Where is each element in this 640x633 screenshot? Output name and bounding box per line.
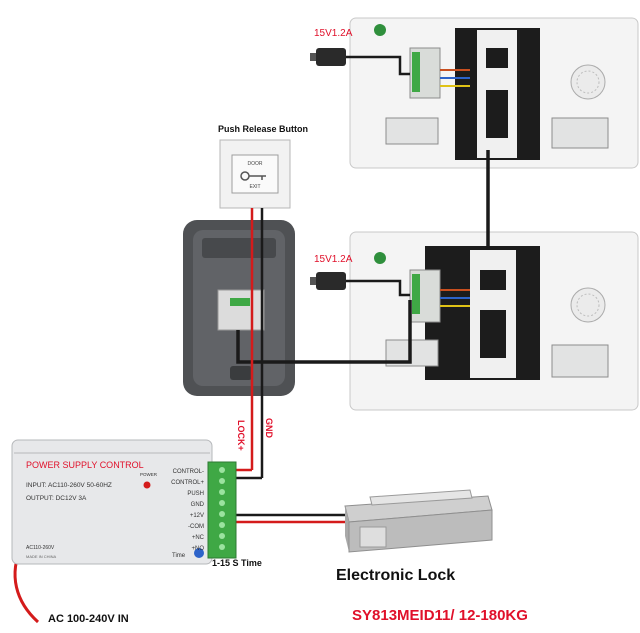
adapter-bottom-body [316, 272, 346, 290]
terminal-label: -COM [188, 524, 204, 530]
monitor-bottom-spec-sticker [551, 344, 609, 378]
electronic-lock [344, 489, 493, 553]
psu-title: POWER SUPPLY CONTROL [26, 460, 144, 470]
button-face-label-door: DOOR [248, 161, 263, 167]
monitor-top-indicator [374, 24, 386, 36]
psu-output-spec: OUTPUT: DC12V 3A [26, 495, 87, 502]
adapter-top [310, 48, 346, 66]
terminal-label: CONTROL+ [171, 480, 204, 486]
button-face-label-exit: EXIT [249, 184, 260, 190]
monitor-bottom-indicator [374, 252, 386, 264]
adapter-bottom-label: 15V1.2A [314, 254, 353, 265]
terminal-labels: CONTROL- CONTROL+ PUSH GND +12V -COM +NC… [171, 469, 205, 552]
lock-armature [369, 489, 473, 506]
push-button-face [231, 154, 279, 194]
time-range-label: 1-15 S Time [212, 558, 262, 568]
adapter-top-label: 15V1.2A [314, 28, 353, 39]
monitor-bottom [349, 231, 639, 411]
psu-time-label: Time [172, 553, 186, 559]
terminal-label: +12V [190, 513, 204, 519]
psu-input-spec: INPUT: AC110-260V 50-60HZ [26, 482, 112, 489]
monitor-top [349, 17, 639, 169]
ac-input-label: AC 100-240V IN [48, 613, 129, 625]
wire-camera-to-monitor [236, 300, 412, 364]
wires [13, 55, 490, 624]
push-release-label: Push Release Button [218, 124, 308, 134]
monitor-bottom-speaker [570, 287, 606, 323]
wire-adapter-top [346, 55, 410, 76]
psu-power-led [143, 481, 151, 489]
monitor-top-speaker [570, 64, 606, 100]
outdoor-camera-panel [183, 220, 295, 396]
monitor-top-spec-sticker [551, 117, 609, 149]
terminal-label: GND [191, 502, 205, 508]
camera-connector-board [217, 289, 265, 331]
electronic-lock-label: Electronic Lock [336, 567, 455, 584]
key-icon [240, 171, 266, 181]
terminal-screws [219, 467, 225, 550]
psu-ac-label: AC110-260V [26, 545, 55, 551]
power-supply [11, 439, 237, 565]
psu-terminal-block [207, 461, 237, 559]
psu-power-label: POWER [140, 472, 158, 477]
wire-adapter-bottom [346, 279, 410, 297]
terminal-label: +NO [191, 546, 204, 552]
model-label: SY813MEID11/ 12-180KG [352, 607, 528, 624]
terminal-label: PUSH [187, 491, 204, 497]
push-release-button [219, 139, 291, 209]
adapter-bottom [310, 272, 346, 290]
lock-plus-label: LOCK+ [236, 420, 246, 451]
terminal-label: +NC [192, 535, 205, 541]
terminal-label: CONTROL- [173, 469, 204, 475]
psu-time-knob [194, 548, 204, 558]
monitor-top-label-sticker [385, 117, 439, 145]
adapter-top-body [316, 48, 346, 66]
gnd-label: GND [264, 418, 274, 439]
psu-made-label: MADE IN CHINA [26, 554, 57, 559]
